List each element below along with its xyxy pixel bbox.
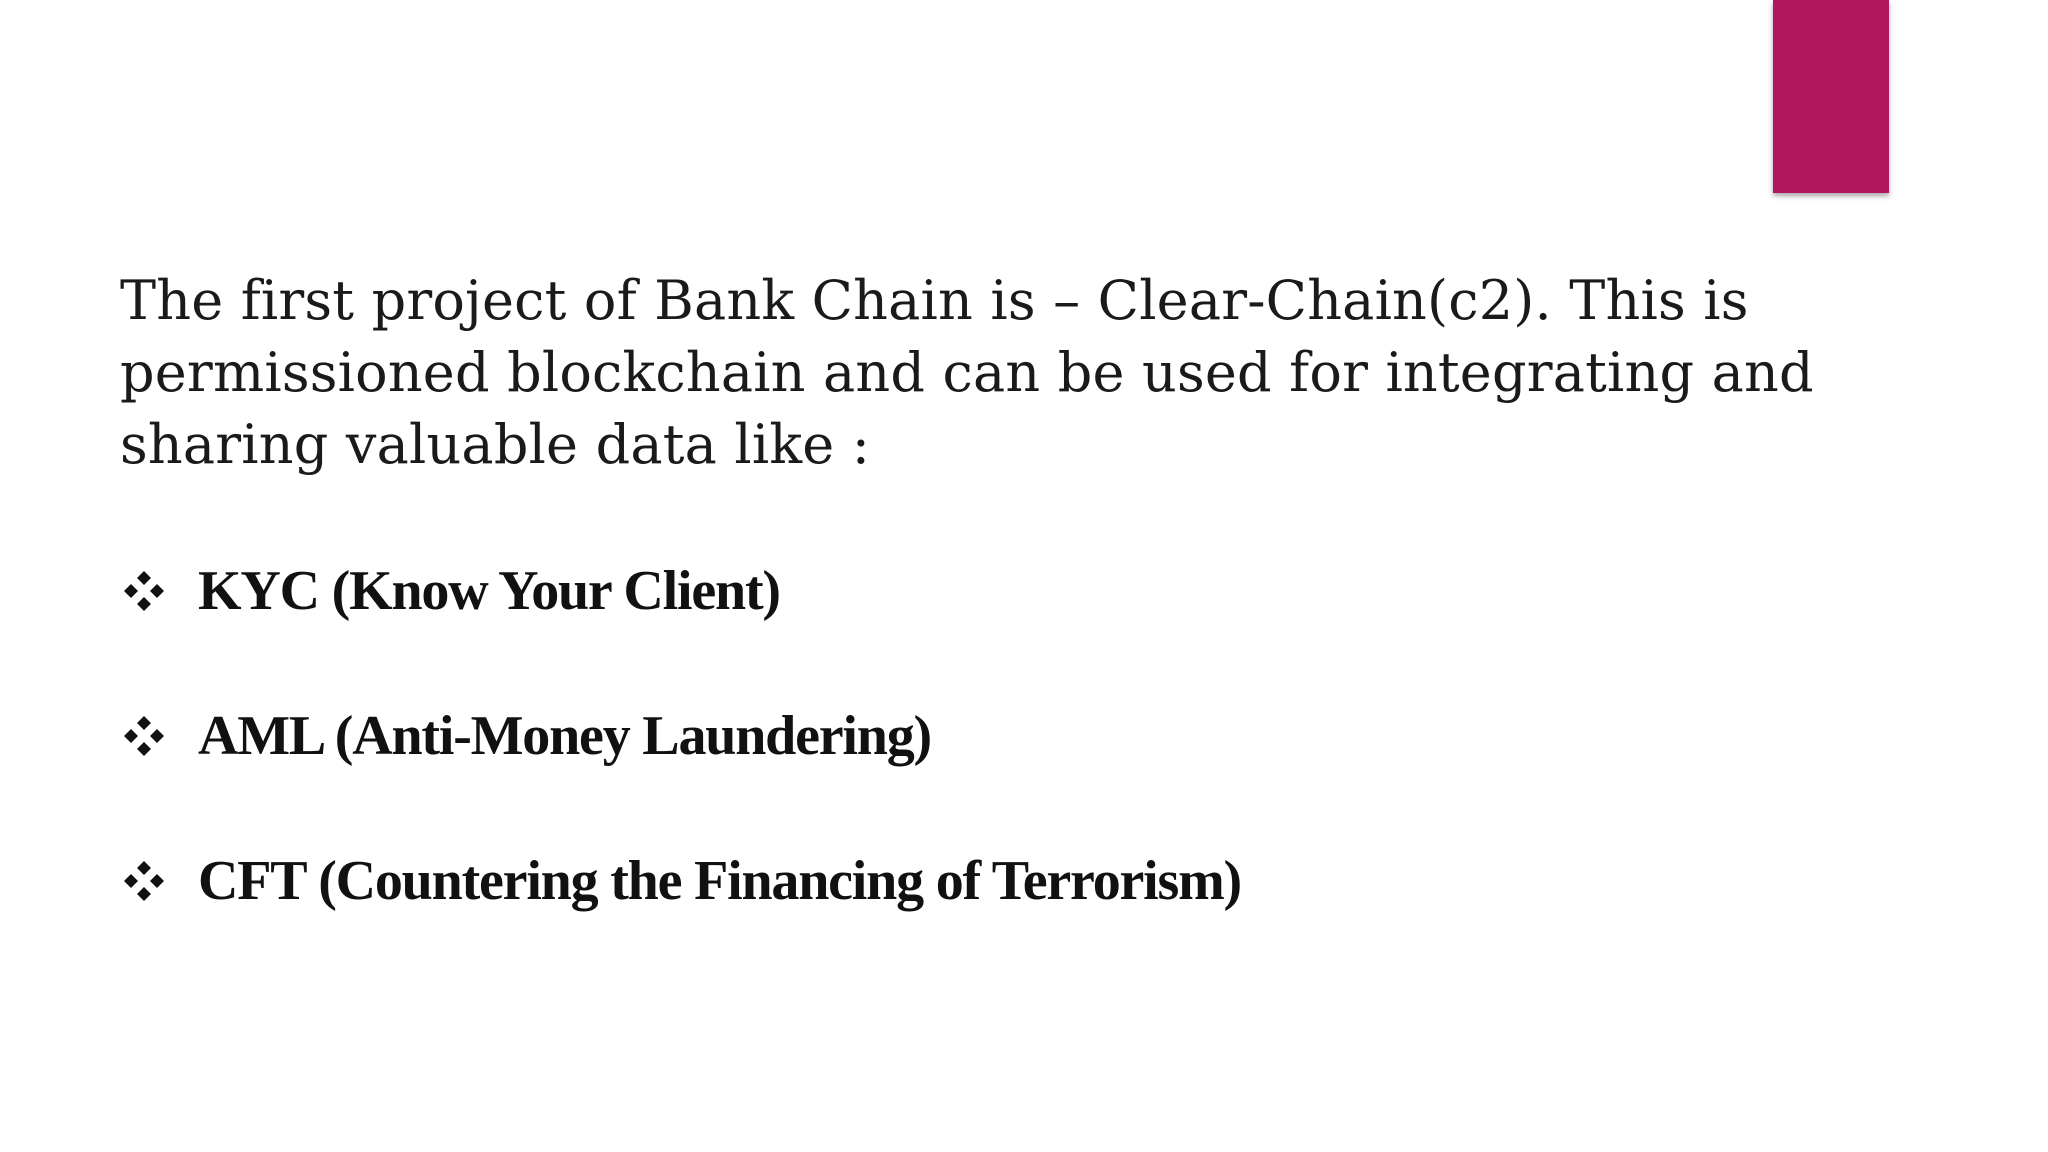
list-item: CFT (Countering the Financing of Terrori… <box>120 845 1242 917</box>
intro-paragraph: The first project of Bank Chain is – Cle… <box>120 269 1814 476</box>
four-diamond-bullet-icon <box>124 716 164 756</box>
accent-bar <box>1773 0 1889 193</box>
bullet-label-kyc: KYC (Know Your Client) <box>198 560 781 622</box>
four-diamond-bullet-icon <box>124 571 164 611</box>
four-diamond-bullet-icon <box>124 861 164 901</box>
bullet-label-cft: CFT (Countering the Financing of Terrori… <box>198 850 1242 912</box>
bullet-label-aml: AML (Anti-Money Laundering) <box>198 705 932 767</box>
bullet-list: KYC (Know Your Client) AML (Anti-Money L… <box>120 555 1242 990</box>
list-item: KYC (Know Your Client) <box>120 555 1241 627</box>
list-item: AML (Anti-Money Laundering) <box>120 700 1241 772</box>
